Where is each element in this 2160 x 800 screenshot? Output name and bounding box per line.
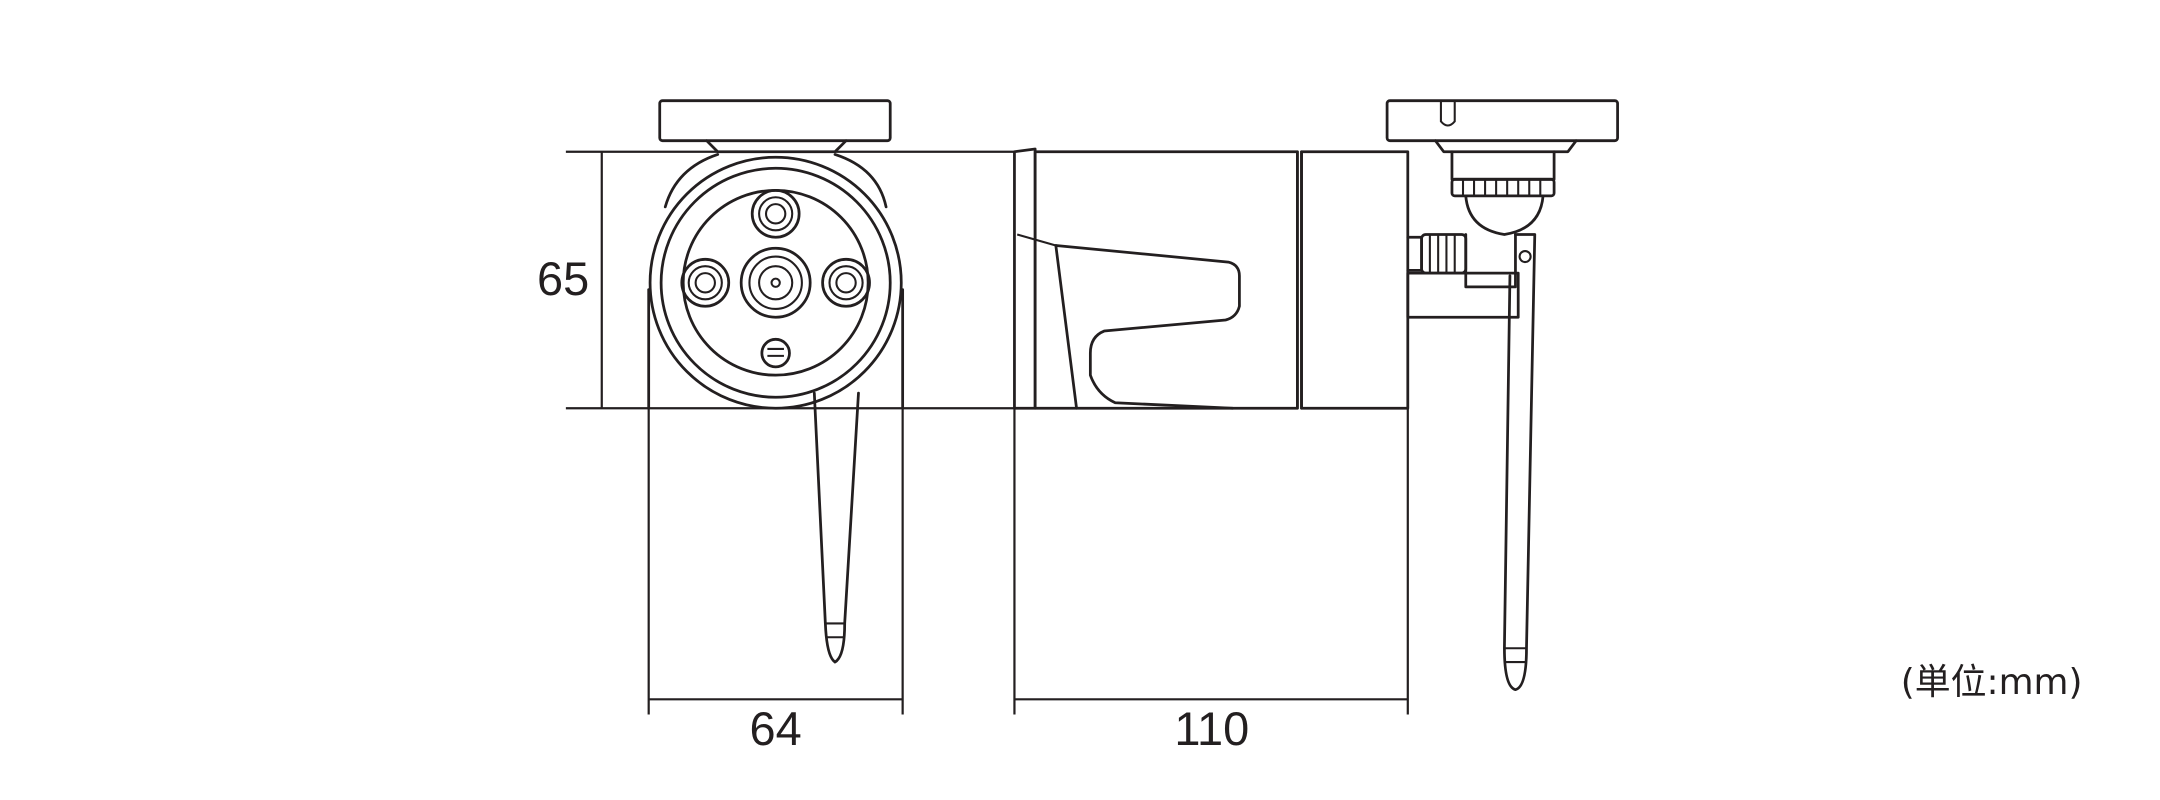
side-view: [1013, 147, 1520, 410]
front-view: [647, 99, 905, 664]
rear-view: [1385, 99, 1619, 692]
front-width-dimension-label: 64: [750, 703, 802, 755]
unit-note: (単位:mm): [1901, 662, 2083, 703]
body-length-dimension-label: 110: [1174, 703, 1249, 755]
height-dimension-label: 65: [537, 253, 589, 305]
dimension-lines: [565, 150, 1409, 715]
